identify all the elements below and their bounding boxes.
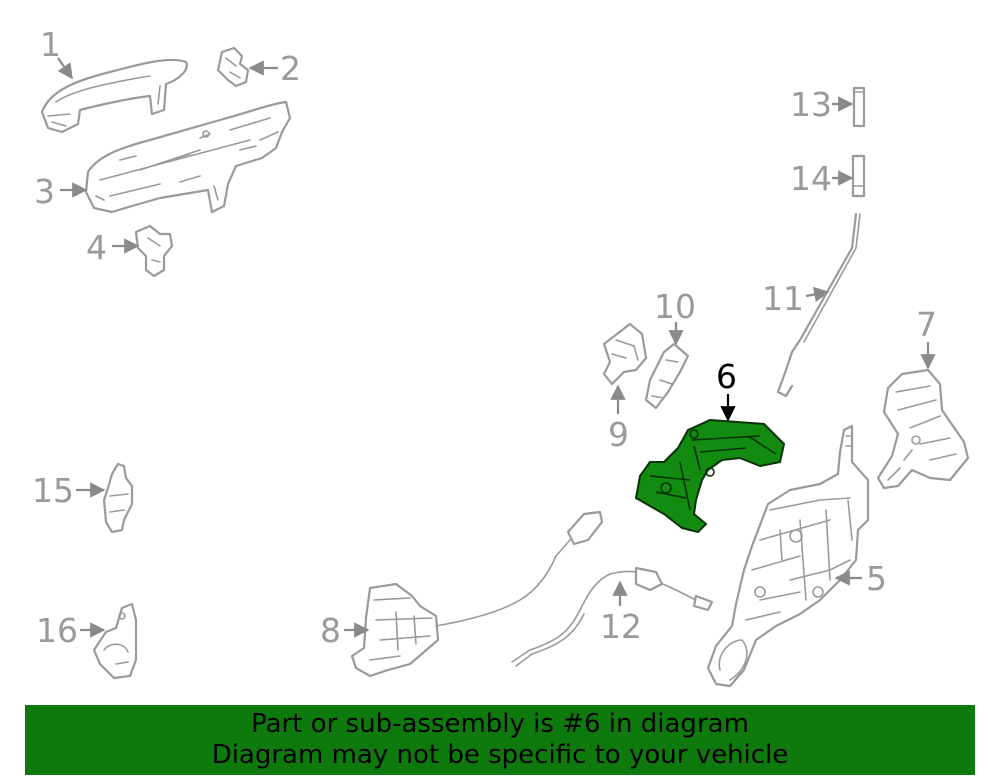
callouts: 1 2 3 4 5 6 7 8 9 10 11 12 13 14 15 16 xyxy=(32,25,937,650)
callout-6[interactable]: 6 xyxy=(716,357,737,396)
part-16-bracket[interactable] xyxy=(92,602,138,680)
callout-14[interactable]: 14 xyxy=(790,159,832,198)
part-12-cable[interactable] xyxy=(511,566,714,667)
part-15-bracket[interactable] xyxy=(102,462,134,534)
callout-12[interactable]: 12 xyxy=(600,607,642,646)
callout-16[interactable]: 16 xyxy=(36,611,78,650)
callout-2[interactable]: 2 xyxy=(280,49,301,88)
parts-diagram: 1 2 3 4 5 6 7 8 9 10 11 12 13 14 15 16 xyxy=(32,25,970,688)
part-14-pin[interactable] xyxy=(851,154,866,198)
banner-line-1: Part or sub-assembly is #6 in diagram xyxy=(251,709,749,739)
part-8-lock-motor[interactable] xyxy=(350,510,604,678)
callout-1[interactable]: 1 xyxy=(40,25,61,64)
callout-3[interactable]: 3 xyxy=(34,172,55,211)
part-9-bracket[interactable] xyxy=(602,322,648,386)
callout-10[interactable]: 10 xyxy=(654,287,696,326)
callout-7[interactable]: 7 xyxy=(916,305,937,344)
info-banner: Part or sub-assembly is #6 in diagram Di… xyxy=(25,705,975,775)
part-5-latch[interactable] xyxy=(706,424,870,688)
part-4-bracket[interactable] xyxy=(134,224,174,278)
callout-9[interactable]: 9 xyxy=(608,415,629,454)
part-6-highlighted-bracket[interactable] xyxy=(635,419,785,533)
callout-15[interactable]: 15 xyxy=(32,471,74,510)
part-13-pin[interactable] xyxy=(852,86,866,128)
callout-11[interactable]: 11 xyxy=(762,279,804,318)
callout-5[interactable]: 5 xyxy=(866,559,887,598)
part-10-clip[interactable] xyxy=(644,342,690,410)
part-1-outside-handle[interactable] xyxy=(40,58,188,134)
part-3-handle-frame[interactable] xyxy=(84,100,292,214)
part-2-clip[interactable] xyxy=(216,46,250,88)
part-7-actuator[interactable] xyxy=(876,368,970,490)
callout-13[interactable]: 13 xyxy=(790,85,832,124)
banner-line-2: Diagram may not be specific to your vehi… xyxy=(211,740,789,770)
callout-4[interactable]: 4 xyxy=(86,228,107,267)
leader-lines xyxy=(57,57,936,638)
part-11-rod[interactable] xyxy=(776,212,861,398)
callout-8[interactable]: 8 xyxy=(320,611,341,650)
